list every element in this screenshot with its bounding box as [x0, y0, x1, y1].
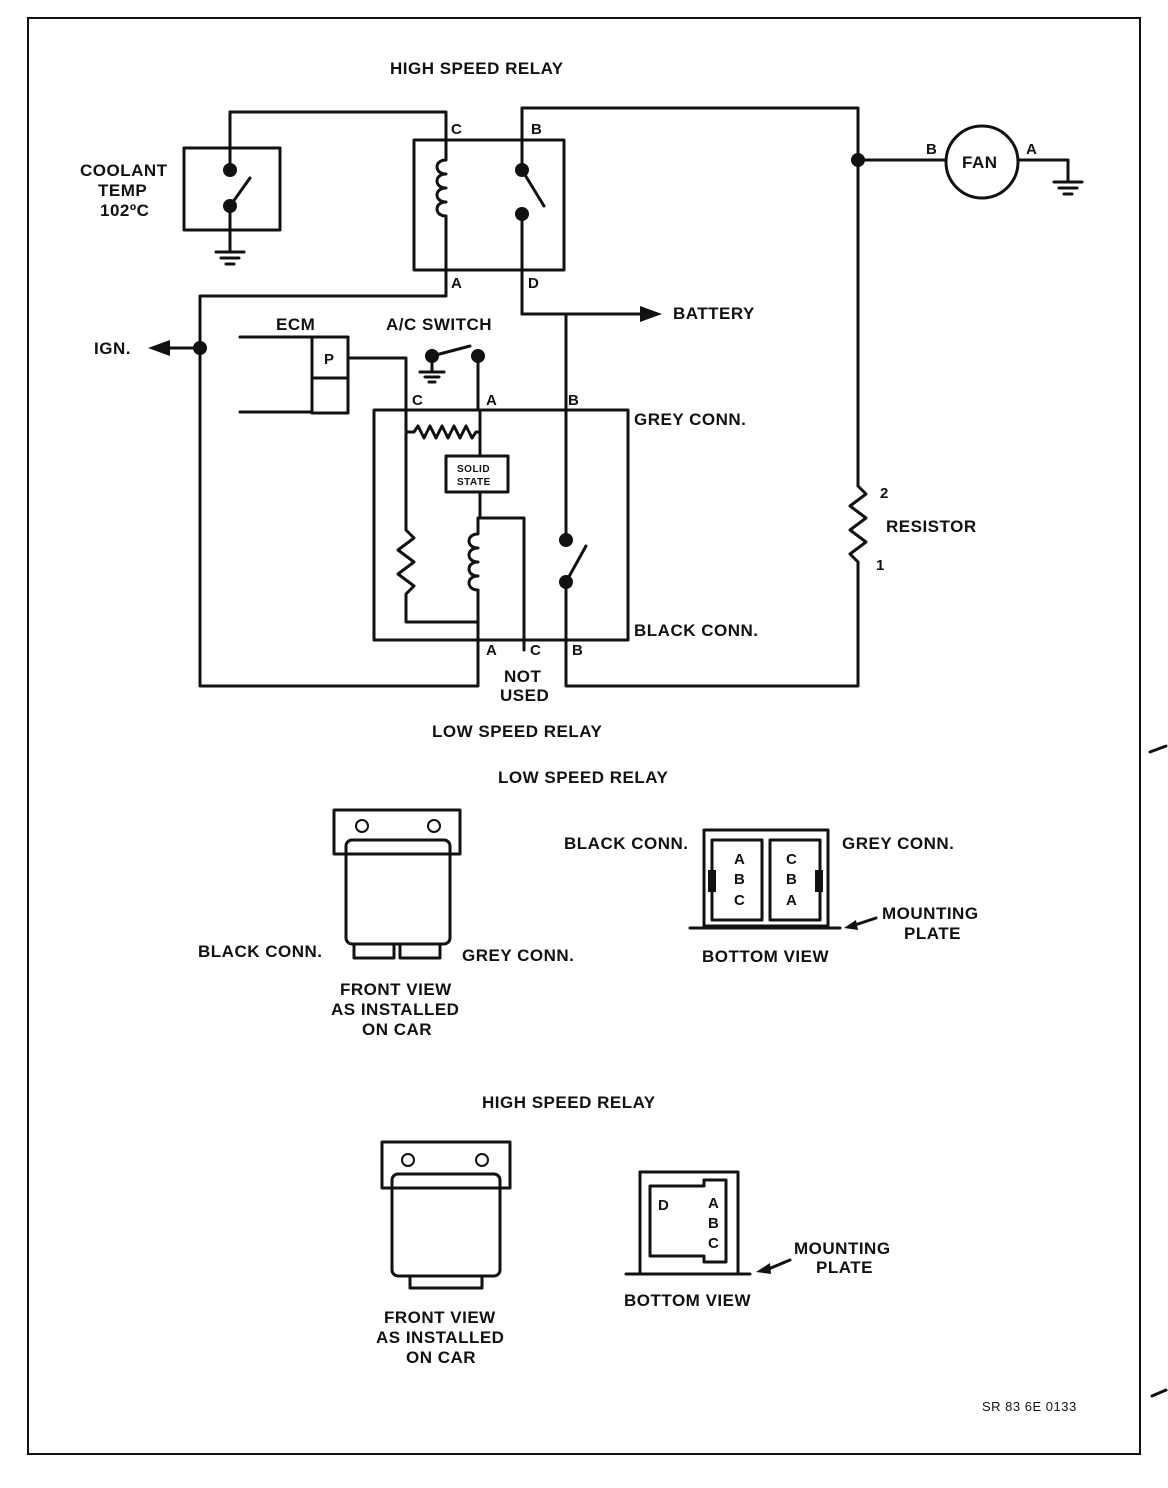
ign-label: IGN. — [94, 339, 131, 358]
mounting-label-2: PLATE — [904, 924, 961, 943]
front-view-label-1: FRONT VIEW — [340, 980, 452, 999]
ground-icon — [1052, 180, 1084, 196]
ecm-connector — [310, 335, 350, 415]
pin-label: B — [708, 1215, 719, 1232]
grey-connector — [398, 942, 442, 960]
front-view-label-1: FRONT VIEW — [384, 1308, 496, 1327]
relay-mounting-tab — [380, 1140, 512, 1190]
resistor-pin-label: 2 — [880, 485, 889, 502]
relay-coil-icon — [467, 516, 480, 624]
relay-bottom-outline — [702, 828, 830, 928]
ecm-label: ECM — [276, 315, 315, 334]
arrow-icon — [756, 1263, 771, 1274]
coolant-label-2: TEMP — [98, 181, 147, 200]
relay-body — [344, 838, 452, 946]
black-connector — [352, 942, 396, 960]
margin-mark — [1150, 1388, 1168, 1398]
relay-connector — [408, 1274, 484, 1290]
pin-label: A — [734, 851, 745, 868]
pin-label: B — [786, 871, 797, 888]
grey-conn-label: GREY CONN. — [634, 410, 746, 429]
arrow-icon — [640, 306, 662, 322]
front-view-label-2: AS INSTALLED — [376, 1328, 504, 1347]
pin-label: A — [451, 275, 462, 292]
pin-label: C — [734, 892, 745, 909]
relay-coil-icon — [435, 138, 448, 272]
pin-label: A — [786, 892, 797, 909]
pin-label: C — [412, 392, 423, 409]
relay-connector-socket — [648, 1178, 728, 1264]
pin-label: A — [708, 1195, 719, 1212]
mounting-label-2: PLATE — [816, 1258, 873, 1277]
bottom-view-label: BOTTOM VIEW — [702, 947, 829, 966]
black-conn-label: BLACK CONN. — [198, 942, 323, 961]
high-speed-relay-view-title: HIGH SPEED RELAY — [482, 1093, 656, 1112]
mounting-label-1: MOUNTING — [794, 1239, 891, 1258]
pin-label: B — [531, 121, 542, 138]
front-view-label-3: ON CAR — [362, 1020, 432, 1039]
front-view-label-3: ON CAR — [406, 1348, 476, 1367]
pin-label: B — [572, 642, 583, 659]
ecm-pin-label: P — [324, 351, 335, 368]
low-speed-relay-box — [372, 408, 630, 642]
resistor-icon — [848, 484, 868, 564]
solid-state-label-1: SOLID — [457, 464, 490, 475]
high-speed-relay-title: HIGH SPEED RELAY — [390, 59, 564, 78]
coolant-temp-switch-box — [182, 146, 282, 232]
resistor-icon — [404, 424, 482, 440]
relay-mounting-tab — [332, 808, 462, 856]
resistor-pin-label: 1 — [876, 557, 885, 574]
not-used-label-1: NOT — [504, 667, 542, 686]
ground-icon — [214, 250, 246, 266]
bottom-view-label: BOTTOM VIEW — [624, 1291, 751, 1310]
grey-conn-label: GREY CONN. — [842, 834, 954, 853]
front-view-label-2: AS INSTALLED — [331, 1000, 459, 1019]
pin-label: B — [734, 871, 745, 888]
pin-label: A — [486, 642, 497, 659]
fan-motor — [944, 124, 1020, 200]
black-conn-label: BLACK CONN. — [564, 834, 689, 853]
resistor-icon — [396, 528, 480, 642]
pin-label: C — [786, 851, 797, 868]
not-used-label-2: USED — [500, 686, 549, 705]
mounting-label-1: MOUNTING — [882, 904, 979, 923]
high-speed-relay-box — [412, 138, 566, 272]
fan-label: FAN — [962, 153, 998, 172]
arrow-icon — [844, 920, 858, 930]
solid-state-label-2: STATE — [457, 477, 491, 488]
coolant-label-3: 102ºC — [100, 201, 149, 220]
battery-label: BATTERY — [673, 304, 755, 323]
pin-label: C — [708, 1235, 719, 1252]
low-speed-relay-caption: LOW SPEED RELAY — [432, 722, 602, 741]
pin-label: D — [658, 1197, 669, 1214]
pin-label: C — [530, 642, 541, 659]
black-conn-label: BLACK CONN. — [634, 621, 759, 640]
document-id: SR 83 6E 0133 — [982, 1399, 1077, 1414]
pin-label: A — [486, 392, 497, 409]
pin-label: C — [451, 121, 462, 138]
low-speed-relay-title: LOW SPEED RELAY — [498, 768, 668, 787]
pin-label: B — [568, 392, 579, 409]
ground-icon — [418, 370, 446, 384]
resistor-label: RESISTOR — [886, 517, 977, 536]
pin-label: B — [926, 141, 937, 158]
grey-conn-label: GREY CONN. — [462, 946, 574, 965]
pin-label: D — [528, 275, 539, 292]
solid-state-module — [444, 454, 510, 494]
ac-switch-label: A/C SWITCH — [386, 315, 492, 334]
arrow-icon — [148, 340, 170, 356]
coolant-label-1: COOLANT — [80, 161, 168, 180]
pin-label: A — [1026, 141, 1037, 158]
margin-mark — [1148, 744, 1168, 754]
page-border — [27, 17, 1141, 1455]
